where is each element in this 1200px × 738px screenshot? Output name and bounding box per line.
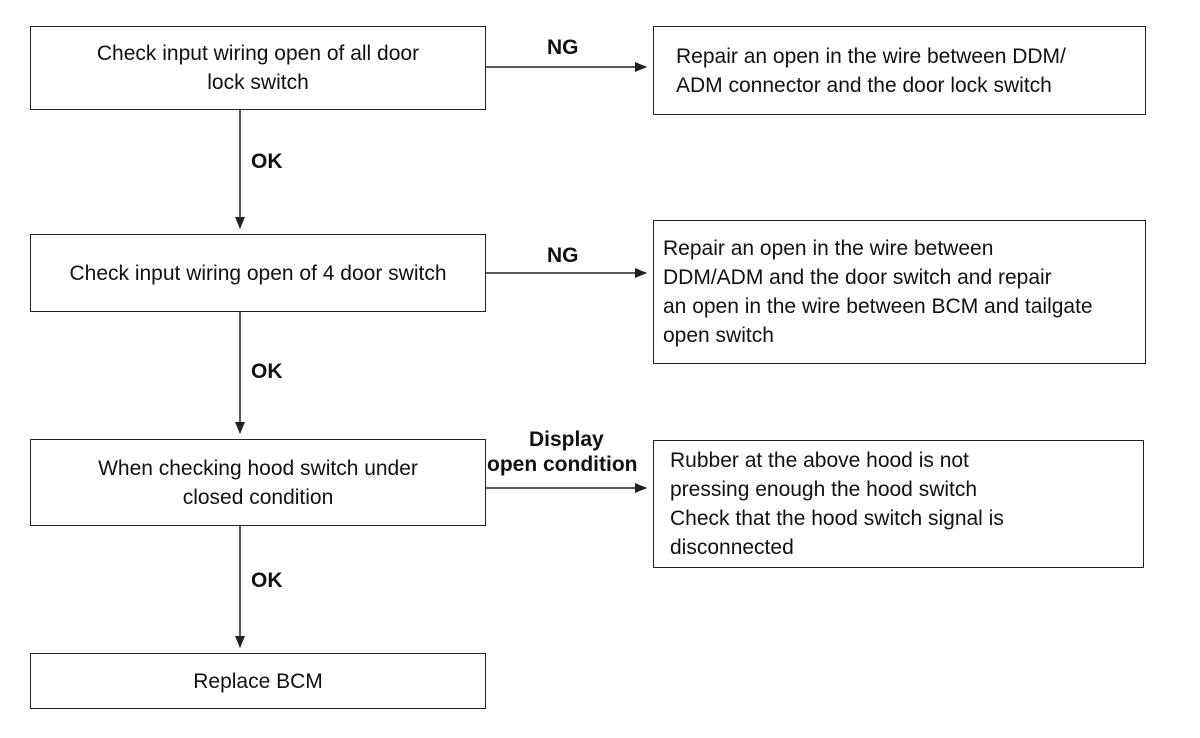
ok-label-3: OK [251,569,283,592]
step-2-line-1: Check input wiring open of 4 door switch [69,261,447,285]
display-label-line-2: open condition [487,453,638,476]
step-box-3: When checking hood switch under closed c… [30,439,486,526]
result-2-line-1: Repair an open in the wire between [663,237,994,260]
result-3-line-1: Rubber at the above hood is not [670,449,969,472]
result-2-line-4: open switch [663,324,774,347]
step-box-4: Replace BCM [30,653,486,709]
step-1-line-1: Check input wiring open of all door [96,42,420,65]
result-box-1: Repair an open in the wire between DDM/ … [653,26,1146,115]
result-2-line-2: DDM/ADM and the door switch and repair [663,266,1052,289]
result-3-line-4: disconnected [670,536,794,559]
ok-label-2: OK [251,360,283,383]
ng-label-1: NG [547,36,579,59]
step-3-line-2: closed condition [182,485,334,509]
step-box-1: Check input wiring open of all door lock… [30,26,486,110]
display-label-line-1: Display [529,428,604,451]
step-4-line-1: Replace BCM [193,669,323,693]
result-1-line-1: Repair an open in the wire between DDM/ [676,44,1066,68]
step-1-line-2: lock switch [207,71,309,94]
result-1-line-2: ADM connector and the door lock switch [676,73,1052,97]
result-box-3: Rubber at the above hood is not pressing… [653,440,1144,568]
result-3-line-2: pressing enough the hood switch [670,478,978,501]
result-box-2: Repair an open in the wire between DDM/A… [653,220,1146,364]
step-box-2: Check input wiring open of 4 door switch [30,234,486,312]
ng-label-2: NG [547,244,579,267]
step-3-line-1: When checking hood switch under [98,456,418,480]
result-2-line-3: an open in the wire between BCM and tail… [663,295,1093,318]
ok-label-1: OK [251,150,283,173]
result-3-line-3: Check that the hood switch signal is [670,507,1004,530]
